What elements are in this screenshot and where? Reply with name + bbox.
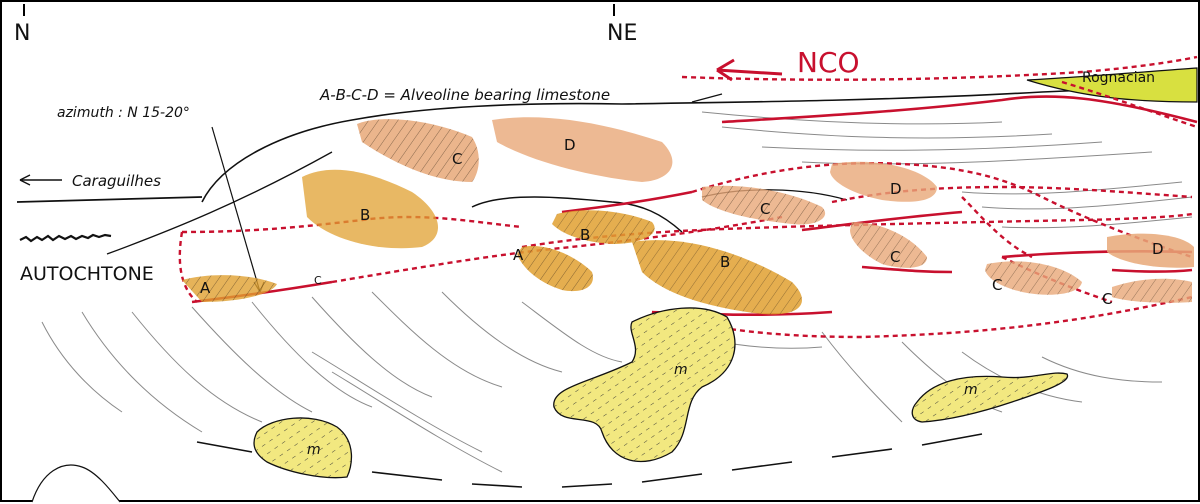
azimuth-label: azimuth : N 15-20°: [57, 105, 190, 121]
unit-label-D1: D: [564, 136, 576, 154]
unit-A2-hatch: [517, 246, 593, 292]
rognacian-label: Rognacian: [1082, 70, 1155, 86]
unit-C1-hatch: [357, 119, 479, 182]
unit-label-D3: D: [1152, 240, 1164, 258]
caraguilhes-arrow-head: [19, 174, 31, 186]
unit-label-C3: C: [890, 248, 900, 266]
nco-arrow-head: [716, 58, 735, 82]
outcrop-bottom-left: [31, 464, 121, 503]
autochtone-contact: [19, 233, 112, 243]
compass-northeast-label: NE: [607, 21, 637, 46]
marl-body-center-texture: [553, 307, 735, 462]
unit-D1-body: [492, 117, 673, 182]
unit-C5-hatch: [1112, 278, 1192, 303]
unit-label-C6: C: [314, 274, 322, 287]
unit-B2-hatch: [552, 210, 655, 244]
compass-north-label: N: [14, 21, 30, 46]
unit-D3-body: [1107, 233, 1194, 268]
sheet-outline: [471, 196, 683, 233]
autochtone-label: AUTOCHTONE: [20, 263, 154, 285]
rognacian-band: [1026, 67, 1198, 103]
caraguilhes-label: Caraguilhes: [72, 172, 161, 190]
slope-line: [106, 151, 333, 255]
unit-label-C1: C: [452, 150, 462, 168]
marl-label-center: m: [674, 362, 688, 378]
marl-body-right-texture: [912, 373, 1068, 422]
unit-label-C5: C: [1102, 290, 1112, 308]
unit-label-D2: D: [890, 180, 902, 198]
unit-label-A2: A: [513, 246, 524, 264]
unit-C2-hatch: [702, 185, 826, 225]
marl-body-left-texture: [254, 417, 352, 478]
unit-label-B2: B: [580, 226, 590, 244]
unit-label-C2: C: [760, 200, 770, 218]
tick-line: [691, 93, 723, 103]
ground-line-left: [16, 196, 203, 203]
nco-label: NCO: [797, 46, 860, 79]
unit-label-B3: B: [720, 253, 730, 271]
unit-B1-body: [302, 169, 439, 249]
marl-label-right: m: [964, 382, 978, 398]
legend-text: A-B-C-D = Alveoline bearing limestone: [319, 86, 610, 104]
marl-label-left: m: [307, 442, 321, 458]
unit-C3-hatch: [850, 222, 927, 268]
unit-label-A1: A: [200, 279, 211, 297]
unit-C4-hatch: [985, 261, 1082, 295]
unit-D2-body: [830, 161, 937, 202]
unit-A1-hatch: [182, 275, 277, 302]
unit-label-B1: B: [360, 206, 370, 224]
nco-arrow-shaft: [716, 68, 783, 76]
unit-label-C4: C: [992, 276, 1002, 294]
azimuth-pointer: [211, 126, 261, 293]
unit-B3-hatch: [632, 240, 802, 315]
